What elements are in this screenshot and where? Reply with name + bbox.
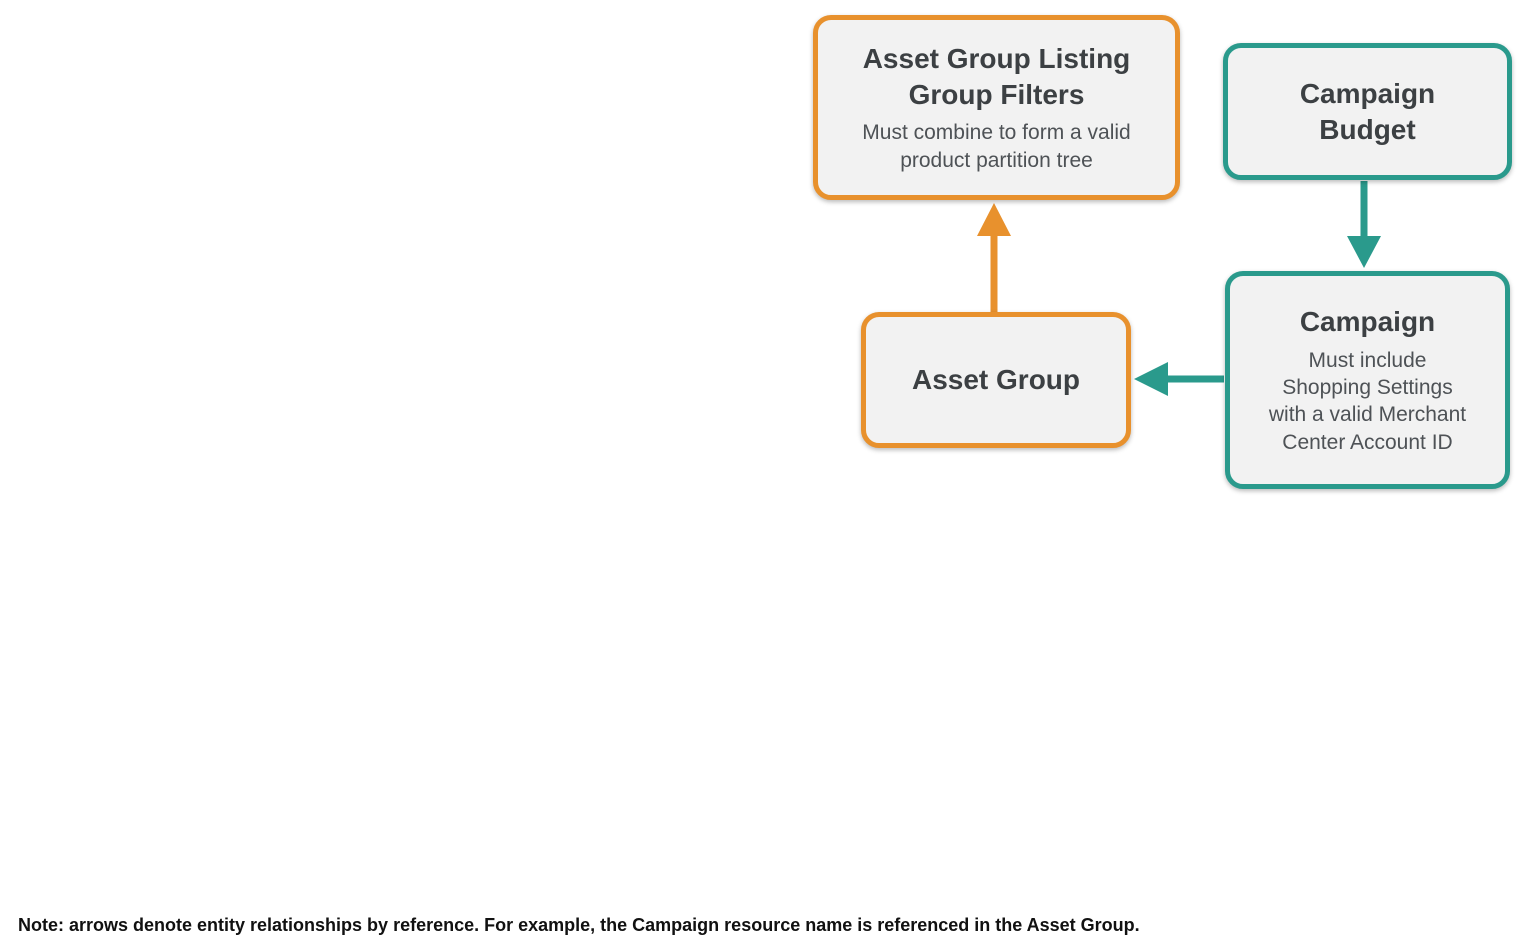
node-title: Asset Group Listing Group Filters [862,43,1131,110]
arrow-campaign-budget-to-campaign [1347,181,1381,268]
node-asset-group-listing-group-filters: Asset Group Listing Group Filters Must c… [813,15,1180,200]
node-subtitle: Must include Shopping Settings with a va… [1268,348,1467,454]
arrow-campaign-to-asset-group [1134,362,1224,396]
node-title: Asset Group [911,364,1081,396]
node-campaign-budget: Campaign Budget [1223,43,1512,180]
node-title: Campaign [1299,306,1436,338]
footnote: Note: arrows denote entity relationships… [18,915,1140,935]
arrow-asset-group-to-listing-filters [977,203,1011,312]
node-subtitle: Must combine to form a valid product par… [862,121,1131,172]
node-campaign: Campaign Must include Shopping Settings … [1225,271,1510,489]
node-title: Campaign Budget [1299,77,1436,145]
node-asset-group: Asset Group [861,312,1131,448]
